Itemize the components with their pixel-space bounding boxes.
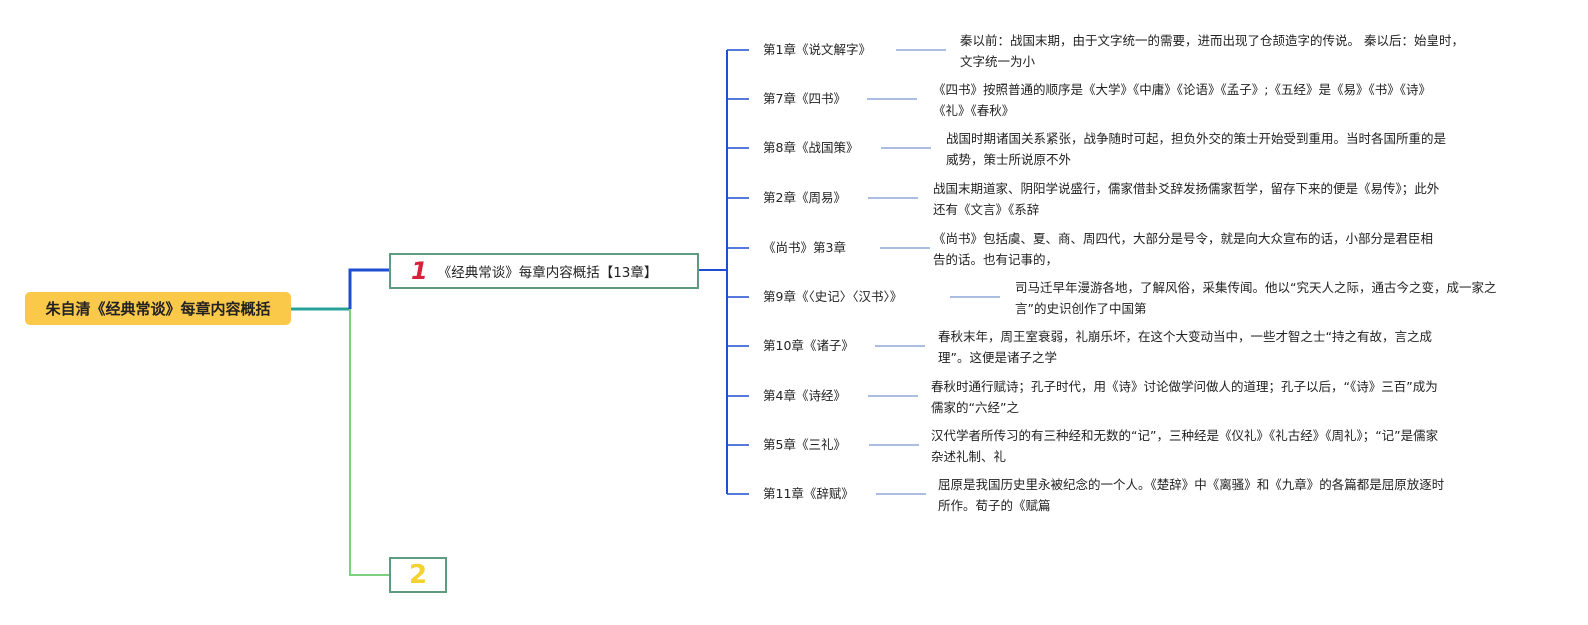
chapter-summary[interactable]: 司马迁早年漫游各地，了解风俗，采集传闻。他以“究天人之际，通古今之变，成一家之言…: [1015, 280, 1497, 316]
root-title: 朱自清《经典常谈》每章内容概括: [45, 300, 271, 318]
chapter-summary[interactable]: 《尚书》包括虞、夏、商、周四代，大部分是号令，就是向大众宣布的话，小部分是君臣相…: [933, 231, 1434, 267]
chapter-summary[interactable]: 战国末期道家、阴阳学说盛行，儒家借卦爻辞发扬儒家哲学，留存下来的便是《易传》；此…: [933, 181, 1440, 217]
number-two-icon: 2: [408, 560, 428, 590]
chapter-label[interactable]: 第4章《诗经》: [763, 388, 846, 403]
branch-title: 《经典常谈》每章内容概括【13章】: [437, 265, 658, 281]
chapter-label[interactable]: 第5章《三礼》: [763, 437, 846, 452]
chapter-summary[interactable]: 春秋时通行赋诗；孔子时代，用《诗》讨论做学问做人的道理；孔子以后，“《诗》三百”…: [931, 379, 1438, 415]
chapter-label[interactable]: 《尚书》第3章: [763, 240, 846, 255]
chapter-label[interactable]: 第10章《诸子》: [763, 338, 854, 353]
chapter-summary[interactable]: 秦以前：战国末期，由于文字统一的需要，进而出现了仓颉造字的传说。 秦以后：始皇时…: [960, 33, 1464, 69]
chapter-summary[interactable]: 春秋末年，周王室衰弱，礼崩乐坏，在这个大变动当中，一些才智之士“持之有故，言之成…: [938, 329, 1432, 365]
chapter-summary[interactable]: 汉代学者所传习的有三种经和无数的“记”，三种经是《仪礼》《礼古经》《周礼》；“记…: [931, 428, 1439, 464]
number-one-icon: 1: [411, 257, 428, 285]
chapter-label[interactable]: 第1章《说文解字》: [763, 42, 871, 57]
branch-node-2[interactable]: 2: [389, 557, 447, 593]
chapter-summary[interactable]: 屈原是我国历史里永被纪念的一个人。《楚辞》中《离骚》和《九章》的各篇都是屈原放逐…: [938, 477, 1445, 513]
chapter-label[interactable]: 第9章《〈史记〉〈汉书〉》: [763, 289, 903, 304]
chapter-label[interactable]: 第2章《周易》: [763, 190, 846, 205]
chapter-label[interactable]: 第11章《辞赋》: [763, 486, 854, 501]
branch-node-1[interactable]: 1 《经典常谈》每章内容概括【13章】: [389, 253, 699, 289]
chapter-summary[interactable]: 《四书》按照普通的顺序是《大学》《中庸》《论语》《孟子》;《五经》是《易》《书》…: [933, 82, 1431, 118]
chapter-label[interactable]: 第8章《战国策》: [763, 140, 859, 155]
chapter-summary[interactable]: 战国时期诸国关系紧张，战争随时可起，担负外交的策士开始受到重用。当时各国所重的是…: [946, 131, 1447, 167]
root-node[interactable]: 朱自清《经典常谈》每章内容概括: [25, 292, 291, 325]
chapter-label[interactable]: 第7章《四书》: [763, 91, 846, 106]
branch-1-connector: [348, 268, 389, 309]
branch-2-connector: [349, 309, 389, 576]
